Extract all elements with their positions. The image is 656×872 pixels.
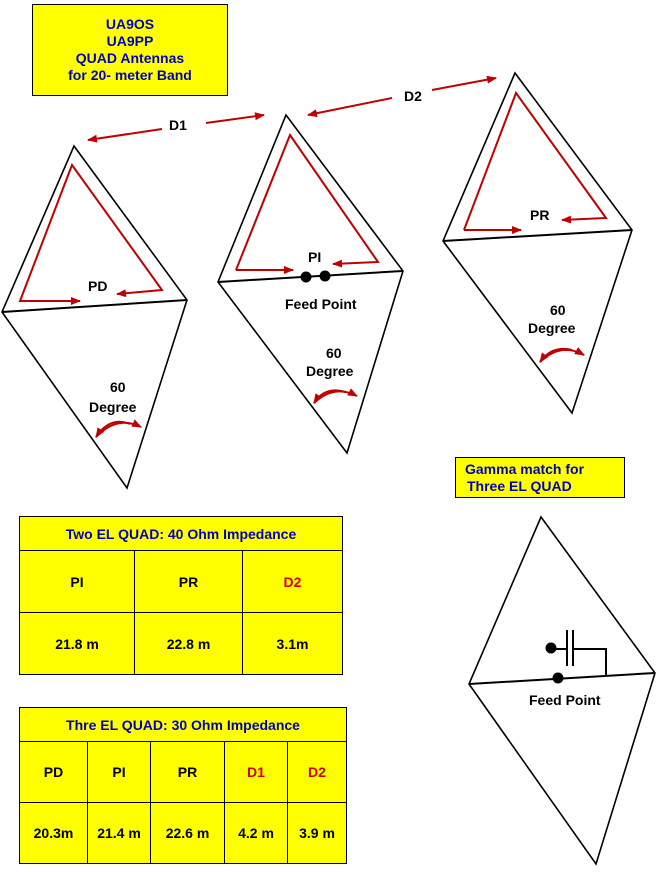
- table-header-cell: D2: [287, 741, 347, 803]
- table-cell: 22.8 m: [134, 612, 243, 675]
- gamma-caption-box: Gamma match for Three EL QUAD: [455, 457, 625, 498]
- spacing-d2: D2: [307, 75, 497, 118]
- table-header-cell: PI: [87, 741, 151, 803]
- title-line-1: UA9OS: [105, 16, 155, 32]
- gamma-rhombus: [468, 515, 656, 866]
- label-pr: PR: [530, 207, 549, 223]
- label-feed-point: Feed Point: [285, 296, 357, 312]
- driven-element: PI Feed Point 60 Degree: [217, 113, 404, 455]
- d2-arrow-left: [307, 97, 393, 118]
- d2-arrow-right: [431, 75, 497, 91]
- table-cell: 20.3m: [19, 802, 88, 864]
- two-el-table-caption: Two EL QUAD: 40 Ohm Impedance: [19, 516, 343, 551]
- table-cell: 22.6 m: [150, 802, 225, 864]
- title-line-4: for 20- meter Band: [68, 67, 192, 83]
- angle-label-num: 60: [110, 379, 126, 395]
- angle-label-num: 60: [550, 302, 566, 318]
- table-header-cell: PR: [134, 550, 243, 613]
- table-cell: 4.2 m: [224, 802, 288, 864]
- table-cell: 21.4 m: [87, 802, 151, 864]
- gamma-feed-dot-bottom: [552, 672, 564, 684]
- reflector-base-line: [442, 229, 633, 242]
- gamma-rod: [573, 648, 607, 675]
- table-row: 21.8 m 22.8 m 3.1m: [19, 612, 343, 675]
- table-header-cell: PI: [19, 550, 135, 613]
- feed-point-dot-right: [319, 270, 331, 282]
- table-row: PI PR D2: [19, 550, 343, 613]
- angle-label-num: 60: [326, 345, 342, 361]
- director-base-line: [1, 299, 188, 313]
- table-row: 20.3m 21.4 m 22.6 m 4.2 m 3.9 m: [19, 802, 347, 864]
- table-cell: 3.9 m: [287, 802, 347, 864]
- reflector-loop: [463, 90, 608, 231]
- table-cell: 21.8 m: [19, 612, 135, 675]
- angle-label-unit: Degree: [89, 399, 137, 415]
- director-rhombus: [1, 144, 188, 490]
- two-el-quad-table: Two EL QUAD: 40 Ohm Impedance PI PR D2 2…: [19, 516, 343, 675]
- title-line-3: QUAD Antennas: [75, 50, 185, 66]
- table-header-cell: D2: [242, 550, 343, 613]
- table-header-cell: D1: [224, 741, 288, 803]
- table-cell: 3.1m: [242, 612, 343, 675]
- gamma-caption-line-1: Gamma match for: [465, 460, 585, 477]
- spacing-d1: D1: [87, 112, 265, 143]
- driven-rhombus: [217, 113, 404, 455]
- label-pi: PI: [308, 249, 321, 265]
- reflector-rhombus: [442, 71, 633, 415]
- three-el-table-caption: Thre EL QUAD: 30 Ohm Impedance: [19, 707, 347, 742]
- title-line-2: UA9PP: [106, 33, 154, 49]
- driven-loop: [235, 132, 380, 271]
- table-header-cell: PD: [19, 741, 88, 803]
- director-element: PD 60 Degree: [1, 144, 188, 490]
- three-el-quad-table: Thre EL QUAD: 30 Ohm Impedance PD PI PR …: [19, 707, 347, 864]
- gamma-match-diagram: Feed Point: [468, 515, 656, 866]
- gamma-feed-dot-top: [545, 642, 557, 654]
- table-row: PD PI PR D1 D2: [19, 741, 347, 803]
- angle-label-unit: Degree: [528, 320, 576, 336]
- feed-point-dot-left: [300, 271, 312, 283]
- table-header-cell: PR: [150, 741, 225, 803]
- label-d1: D1: [169, 117, 187, 133]
- gamma-caption-line-2: Three EL QUAD: [467, 477, 572, 494]
- d1-arrow-right: [205, 112, 265, 124]
- gamma-feed-point-label: Feed Point: [529, 692, 601, 708]
- label-pd: PD: [88, 278, 107, 294]
- title-box: UA9OS UA9PP QUAD Antennas for 20- meter …: [32, 4, 228, 96]
- angle-arc: [313, 388, 358, 404]
- d1-arrow-left: [87, 128, 163, 143]
- angle-label-unit: Degree: [306, 363, 354, 379]
- director-loop: [18, 162, 164, 302]
- label-d2: D2: [404, 88, 422, 104]
- reflector-element: PR 60 Degree: [442, 71, 633, 415]
